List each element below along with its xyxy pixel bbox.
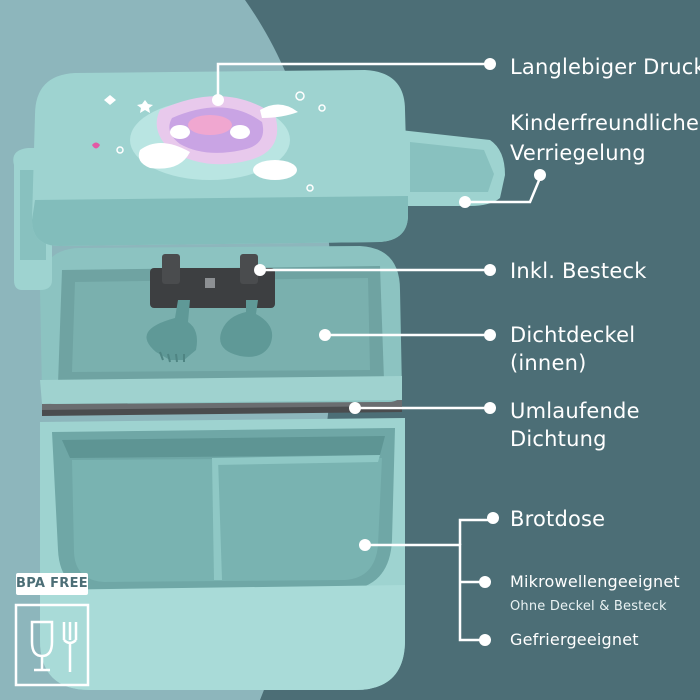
compartment-divider-vertical — [214, 455, 380, 465]
inner-lid — [40, 246, 402, 404]
label-child-lock-line2: Verriegelung — [510, 141, 646, 165]
cutlery-set — [146, 254, 275, 363]
label-microwave: Mikrowellengeeignet — [510, 572, 680, 591]
label-microwave-note: Ohne Deckel & Besteck — [510, 599, 667, 614]
glass-fork-icon — [14, 603, 90, 687]
compartment-divider-horizontal — [212, 458, 222, 580]
fork-shape — [146, 300, 197, 360]
bpa-free-badge: BPA FREE — [16, 573, 88, 595]
label-freezer: Gefriergeeignet — [510, 630, 639, 649]
label-durable-print: Langlebiger Druck — [510, 55, 700, 79]
label-gasket-line2: Dichtung — [510, 427, 607, 451]
label-seal-lid-line1: Dichtdeckel — [510, 323, 636, 347]
label-seal-lid-line2: (innen) — [510, 351, 587, 375]
label-cutlery: Inkl. Besteck — [510, 259, 647, 283]
top-lid — [13, 70, 505, 290]
lunchbox-container — [40, 418, 405, 690]
spoon-shape — [220, 300, 273, 357]
callout-dots — [212, 58, 546, 646]
label-child-lock-line1: Kinderfreundliche — [510, 111, 700, 135]
label-lunchbox: Brotdose — [510, 507, 606, 531]
label-gasket-line1: Umlaufende — [510, 399, 640, 423]
callout-lines — [216, 62, 542, 642]
turtle-print — [92, 91, 326, 192]
